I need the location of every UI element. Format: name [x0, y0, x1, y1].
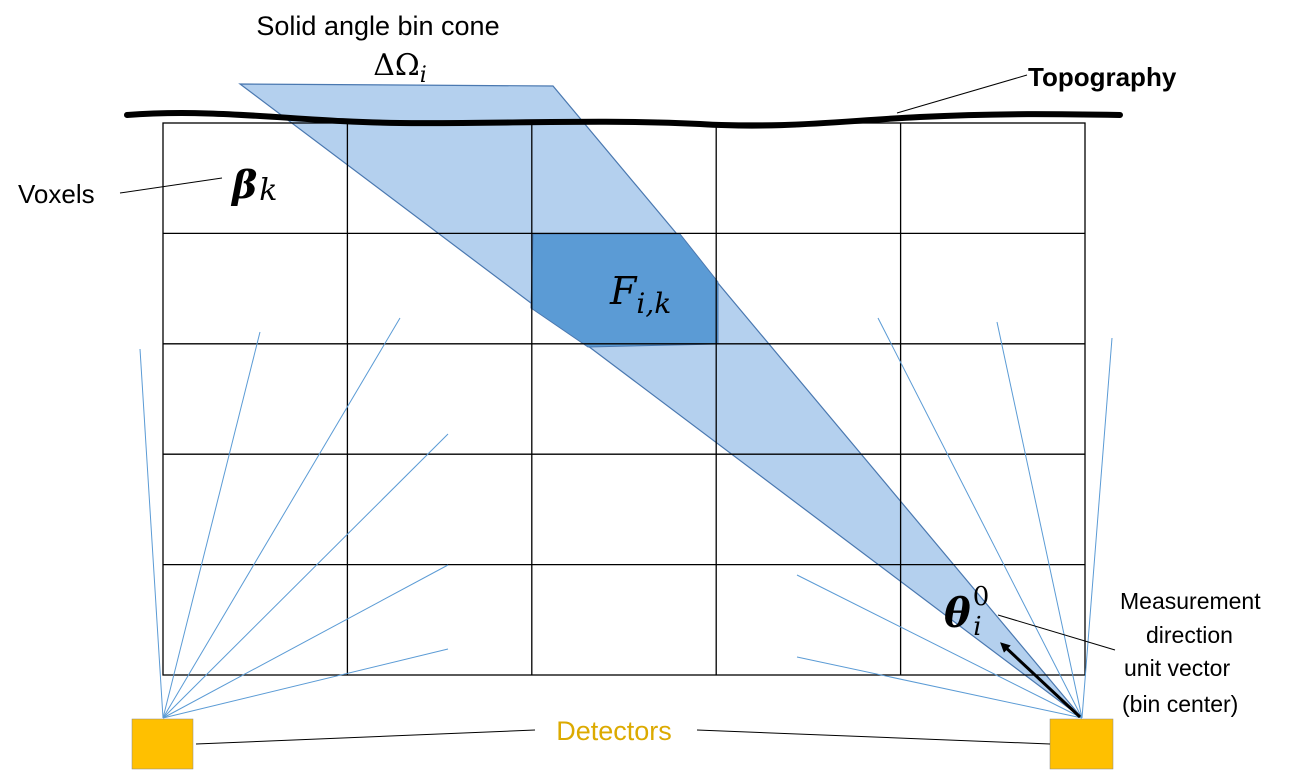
detector-ray	[162, 433, 449, 719]
solid-angle-cone	[238, 83, 1083, 719]
measurement-line-3: unit vector	[1124, 655, 1230, 681]
detectors-leader-right	[696, 729, 1051, 745]
right-detector-icon	[1049, 718, 1114, 770]
detector-ray	[796, 574, 1083, 719]
left-detector-rays	[139, 317, 449, 719]
voxel-symbol: βk	[230, 162, 277, 208]
topography-label: Topography	[1028, 62, 1177, 92]
cone-title: Solid angle bin cone	[256, 11, 499, 41]
measurement-label: Measurement direction unit vector (bin c…	[1120, 588, 1261, 717]
measurement-line-1: Measurement	[1120, 588, 1261, 614]
detector-ray	[162, 331, 261, 719]
cone-symbol: ΔΩi	[373, 48, 427, 88]
detector-ray	[139, 348, 164, 719]
detector-ray	[877, 317, 1083, 719]
measurement-leader	[997, 614, 1116, 651]
left-detector-icon	[131, 718, 194, 770]
detector-ray	[162, 648, 449, 719]
right-detector-rays	[796, 317, 1113, 719]
intersection-symbol: Fi,k	[609, 269, 671, 320]
measurement-line-4: (bin center)	[1122, 691, 1238, 717]
detectors-label: Detectors	[556, 716, 672, 746]
topography-line	[124, 110, 1123, 129]
measurement-line-2: direction	[1146, 622, 1233, 648]
topography-leader	[896, 74, 1028, 114]
voxels-label: Voxels	[18, 179, 95, 209]
detector-ray	[1081, 337, 1113, 719]
direction-arrow-icon	[1000, 642, 1082, 719]
voxels-leader	[119, 177, 223, 194]
leader-lines	[119, 74, 1116, 745]
detector-ray	[162, 564, 449, 719]
detectors-leader-left	[195, 729, 536, 745]
detector-ray	[796, 656, 1083, 719]
detector-ray	[996, 321, 1083, 719]
detector-ray	[162, 317, 401, 719]
